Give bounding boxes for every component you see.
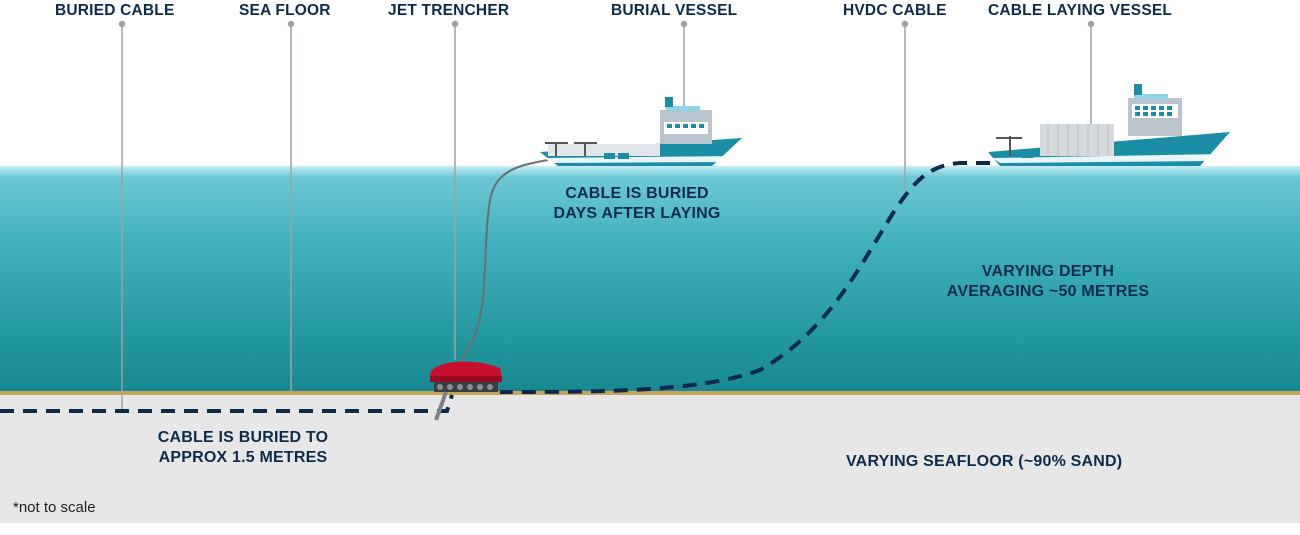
not-to-scale-note: *not to scale [13,499,96,516]
label-cable-laying-vessel: CABLE LAYING VESSEL [988,2,1173,19]
label-buried-cable: BURIED CABLE [55,2,175,19]
burial-vessel [540,97,742,166]
label-hvdc-cable: HVDC CABLE [843,2,947,19]
label-sea-floor: SEA FLOOR [239,2,331,19]
annotation-buried-days-line2: DAYS AFTER LAYING [553,205,721,222]
cable-laying-vessel [988,84,1230,166]
label-jet-trencher: JET TRENCHER [388,2,510,19]
seafloor [0,393,1300,523]
annotation-buried-depth-line2: APPROX 1.5 METRES [158,449,328,466]
annotation-buried-days-line1: CABLE IS BURIED [565,185,709,202]
hvdc-cable [499,161,990,394]
annotation-buried-depth: CABLE IS BURIED TO APPROX 1.5 METRES [138,428,348,468]
buried-cable [0,394,454,413]
trencher-umbilical [461,159,549,366]
annotation-depth-line1: VARYING DEPTH [981,263,1115,280]
annotation-buried-days: CABLE IS BURIED DAYS AFTER LAYING [537,184,737,224]
annotation-seafloor: VARYING SEAFLOOR (~90% SAND) [846,453,1123,470]
annotation-buried-depth-line1: CABLE IS BURIED TO [157,429,329,446]
label-burial-vessel: BURIAL VESSEL [611,2,738,19]
sea-water [0,166,1300,393]
seafloor-sand-line [0,391,1300,395]
leader-lines [118,20,1095,409]
annotation-depth-line2: AVERAGING ~50 METRES [946,283,1150,300]
annotation-depth: VARYING DEPTH AVERAGING ~50 METRES [928,262,1168,302]
jet-trencher [430,361,502,421]
